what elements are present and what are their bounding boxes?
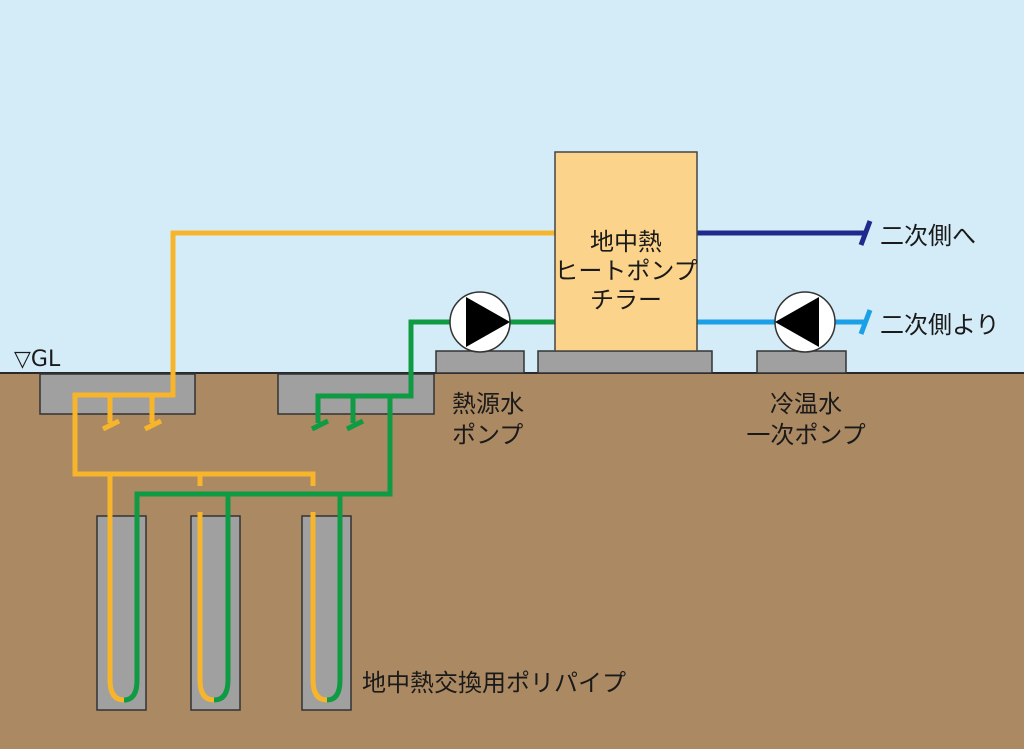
secondary-out-label: 二次側へ [880,222,976,250]
return-pipe-green [123,319,555,703]
ground-loop-label: 地中熱交換用ポリパイプ [362,669,626,697]
secondary-out-pipe [697,220,873,246]
chilled-pump-label-line2: 一次ポンプ [746,421,865,449]
heat-source-pump-label-line2: ポンプ [452,421,523,449]
heat-pump-label-line1: 地中熱 [590,228,662,256]
supply-pipe-yellow [72,230,555,703]
heat-source-pump-icon [449,291,511,353]
ground [0,373,1024,749]
chilled-pump-label-line1: 冷温水 [770,390,842,418]
pump2-base [756,350,847,374]
heat-pump-unit [554,151,698,352]
heat-source-pump-label-line1: 熱源水 [452,390,524,418]
pump1-base [435,350,525,374]
heat-pump-label-line2: ヒートポンプ [554,257,697,285]
sky [0,0,1024,373]
borehole-3 [301,515,352,711]
chilled-water-pump-icon [774,291,836,353]
secondary-in-label: 二次側より [880,311,1000,339]
secondary-in-pipe [697,309,873,335]
heat-pump-label-line3: チラー [590,286,662,314]
heat-pump-base [537,350,713,374]
ground-level-label: ▽GL [14,347,61,372]
